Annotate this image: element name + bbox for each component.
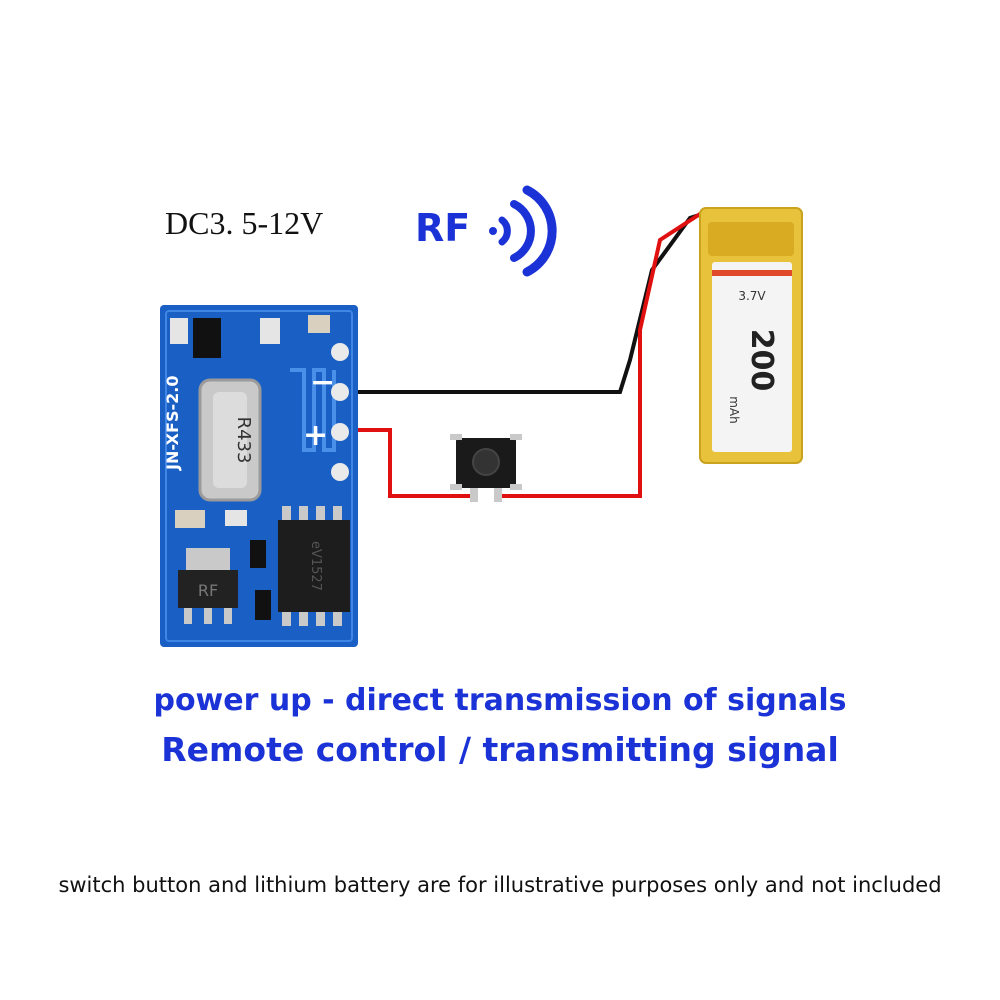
rf-label: RF (415, 206, 471, 250)
disclaimer-note: switch button and lithium battery are fo… (58, 873, 942, 897)
chip-label: eV1527 (308, 541, 323, 591)
smd-resistor (170, 318, 188, 344)
pin-minus-label: − (310, 365, 335, 400)
caption-line-1: power up - direct transmission of signal… (153, 683, 847, 718)
regulator-label: RF (198, 581, 218, 600)
pad-positive (331, 423, 349, 441)
rf-wave-icon (489, 185, 557, 277)
transmitter-module: − + R433 JN-XFS-2.0 RF eV1527 (160, 305, 358, 647)
voltage-label: DC3. 5-12V (165, 205, 324, 241)
pad-negative (331, 383, 349, 401)
pin-plus-label: + (303, 418, 328, 453)
crystal-label: R433 (233, 417, 254, 464)
battery-capacity: 200 (744, 329, 779, 392)
battery-unit: mAh (727, 396, 741, 424)
pad-1 (331, 343, 349, 361)
encoder-chip (278, 520, 350, 612)
battery-voltage: 3.7V (738, 289, 766, 303)
model-label: JN-XFS-2.0 (163, 376, 182, 471)
lithium-battery: 3.7V 200 mAh (699, 207, 803, 464)
positive-wire (352, 212, 720, 498)
regulator (178, 570, 238, 608)
push-button (450, 434, 522, 502)
caption-line-2: Remote control / transmitting signal (161, 730, 839, 769)
transistor (193, 318, 221, 358)
pad-4 (331, 463, 349, 481)
